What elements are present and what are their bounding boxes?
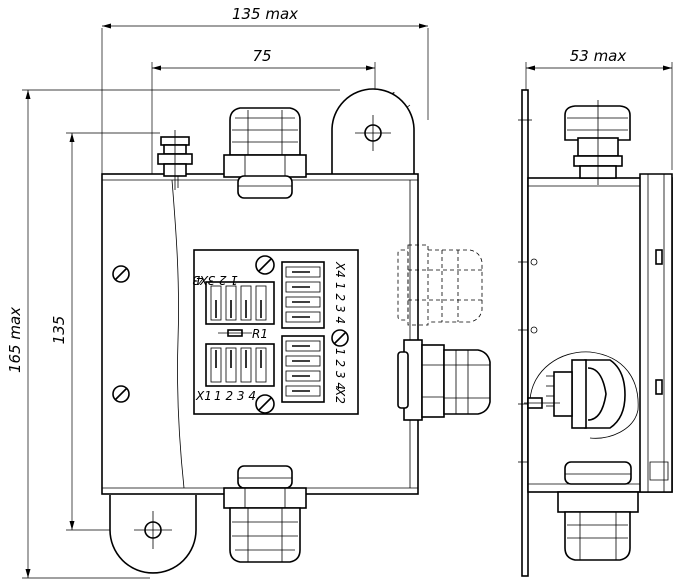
- label-x3: X3: [192, 273, 209, 287]
- resistor-r1-icon: [218, 329, 252, 337]
- terminal-block-x2: [281, 335, 325, 403]
- cable-gland-top-icon: [223, 107, 307, 199]
- cable-gland-hidden-icon: [397, 244, 483, 326]
- side-view: [518, 89, 673, 577]
- terminal-block-x3: [205, 281, 275, 325]
- terminal-block-x1: [205, 343, 275, 387]
- dim-overall-width: 135 max: [232, 5, 298, 23]
- board-screw-icon: [255, 394, 275, 414]
- label-x4-pins: 1 2 3 4: [333, 282, 347, 324]
- board-screw-icon: [331, 329, 349, 347]
- label-x4: X4: [333, 261, 347, 278]
- ground-stud-icon: [157, 130, 193, 190]
- dim-inner-height: 135: [50, 316, 68, 345]
- cable-gland-bottom-icon: [223, 465, 307, 563]
- dim-overall-height: 165 max: [6, 307, 24, 373]
- side-gland-top-icon: [564, 100, 631, 185]
- label-x1-pins: 1 2 3 4: [214, 389, 256, 403]
- dim-inner-width: 75: [252, 47, 271, 65]
- label-r1: R1: [252, 327, 268, 341]
- label-x1: X1: [195, 389, 212, 403]
- side-gland-bottom-icon: [557, 461, 639, 561]
- terminal-block-x4: [281, 261, 325, 329]
- board-screw-icon: [255, 255, 275, 275]
- lid-screw-icon: [112, 265, 130, 283]
- lid-side: [639, 173, 673, 493]
- dim-side-width: 53 max: [570, 47, 627, 65]
- side-cutaway-gland-icon: [524, 351, 639, 439]
- label-x3-pins: 1 2 3 4: [196, 273, 238, 287]
- lid-screw-icon: [112, 385, 130, 403]
- label-x2: X2: [333, 387, 347, 404]
- front-view: [101, 88, 491, 574]
- mounting-plate: [521, 89, 529, 577]
- cable-gland-right-icon: [397, 339, 491, 421]
- label-x2-pins: 1 2 3 4: [333, 348, 347, 390]
